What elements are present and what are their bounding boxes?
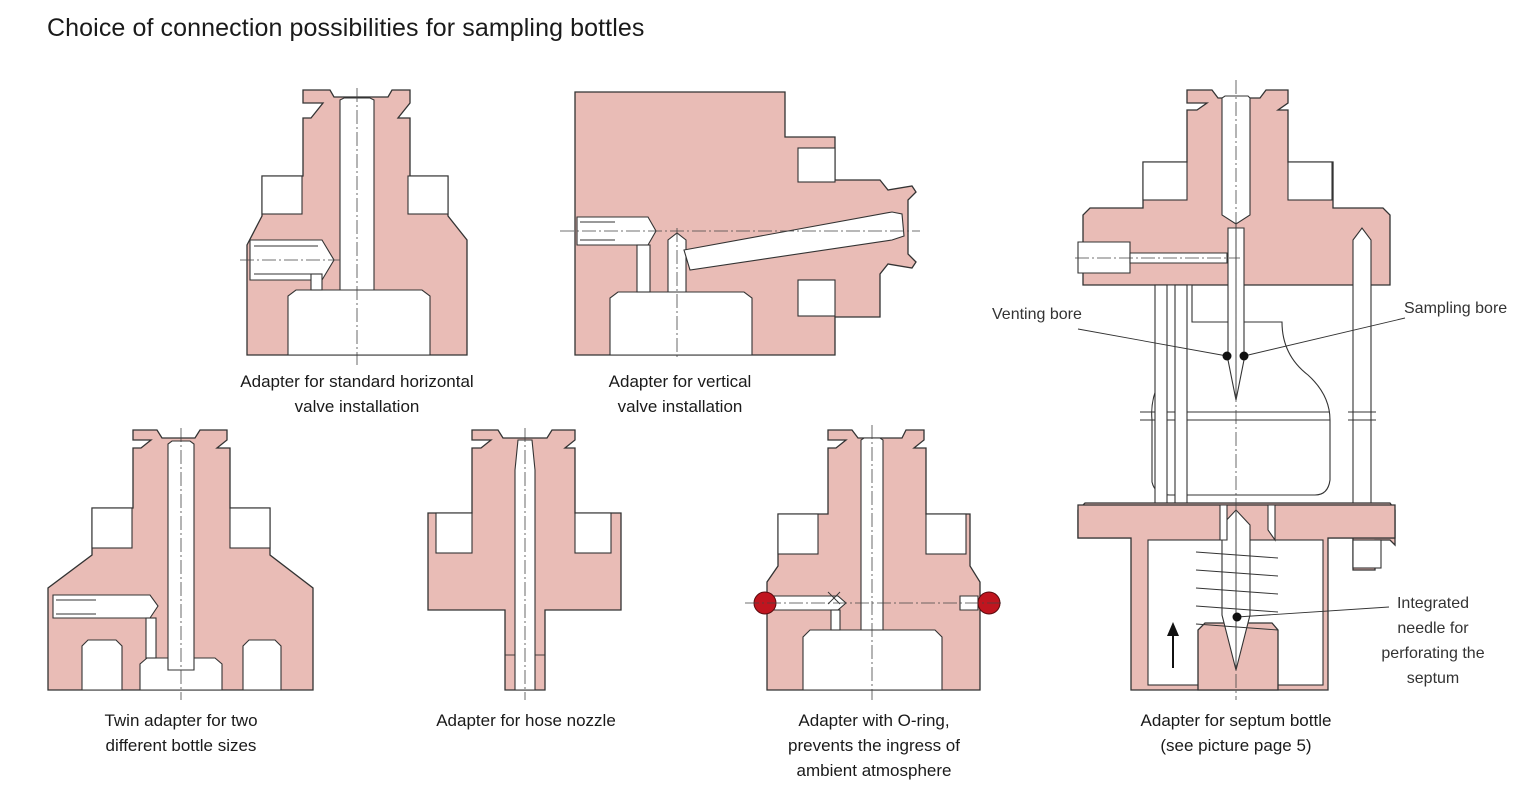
needle-label-line: septum — [1406, 670, 1460, 687]
caption-line: Adapter for hose nozzle — [436, 711, 616, 730]
caption-horizontal: Adapter for standard horizontal valve in… — [207, 369, 507, 419]
caption-line: valve installation — [617, 397, 743, 416]
needle-label-line: Integrated — [1396, 595, 1470, 612]
caption-septum: Adapter for septum bottle (see picture p… — [1110, 708, 1362, 758]
caption-line: prevents the ingress of — [788, 736, 960, 755]
caption-line: (see picture page 5) — [1160, 736, 1312, 755]
caption-hose: Adapter for hose nozzle — [410, 708, 642, 733]
caption-line: Adapter for standard horizontal — [240, 372, 474, 391]
page-title: Choice of connection possibilities for s… — [47, 14, 645, 42]
adapter-horizontal-drawing — [240, 88, 468, 365]
caption-line: ambient atmosphere — [796, 761, 952, 780]
caption-line: Adapter with O-ring, — [798, 711, 950, 730]
needle-label-line: perforating the — [1381, 645, 1485, 662]
caption-line: different bottle sizes — [105, 736, 257, 755]
caption-line: Adapter for septum bottle — [1140, 711, 1332, 730]
caption-vertical: Adapter for vertical valve installation — [575, 369, 785, 419]
adapter-oring-drawing — [745, 425, 1002, 700]
caption-twin: Twin adapter for two different bottle si… — [75, 708, 287, 758]
adapter-vertical-drawing — [560, 91, 920, 360]
adapter-septum-drawing — [1075, 80, 1406, 700]
sampling-bore-label: Sampling bore — [1404, 300, 1508, 317]
adapter-hose-drawing — [427, 428, 622, 700]
needle-label-line: needle for — [1397, 620, 1469, 637]
caption-oring: Adapter with O-ring, prevents the ingres… — [768, 708, 980, 783]
venting-bore-label: Venting bore — [992, 306, 1082, 323]
needle-label: Integrated needle for perforating the se… — [1368, 591, 1498, 691]
caption-line: valve installation — [294, 397, 420, 416]
caption-line: Adapter for vertical — [608, 372, 752, 391]
caption-line: Twin adapter for two — [104, 711, 258, 730]
adapter-twin-drawing — [47, 428, 314, 700]
